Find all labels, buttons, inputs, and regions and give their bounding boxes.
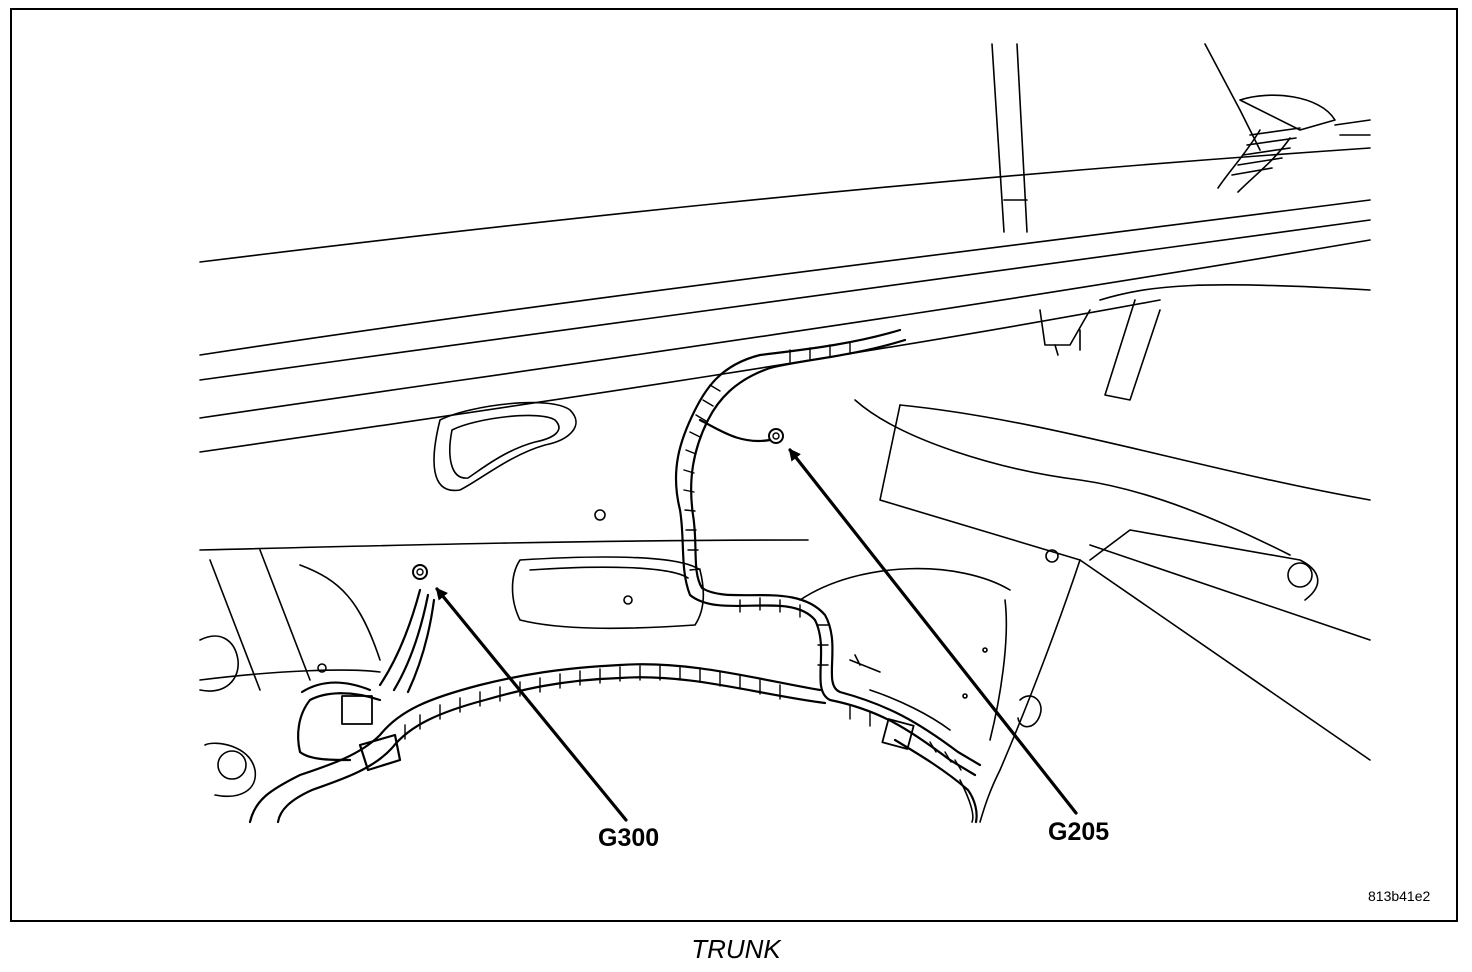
floor-pads — [433, 401, 705, 630]
lower-right-panel — [799, 559, 1371, 823]
ground-point-g300 — [412, 564, 428, 580]
diagram-frame — [10, 8, 1458, 922]
wiring-harness — [248, 328, 982, 824]
ground-point-g205 — [768, 428, 784, 444]
figure-id: 813b41e2 — [1368, 888, 1431, 904]
hose-grommet — [1217, 94, 1371, 193]
g205-leader-arrow — [788, 448, 1078, 815]
vertical-strut — [991, 43, 1261, 233]
right-body-panel — [854, 283, 1371, 641]
left-floor-panel — [199, 539, 809, 797]
panel-details — [849, 329, 1081, 731]
g300-leader-arrow — [435, 587, 628, 822]
harness-tape — [404, 341, 962, 771]
callout-g300: G300 — [598, 824, 660, 852]
callout-g205: G205 — [1048, 818, 1110, 846]
upper-rail — [199, 147, 1371, 453]
figure-caption: TRUNK — [691, 934, 781, 964]
